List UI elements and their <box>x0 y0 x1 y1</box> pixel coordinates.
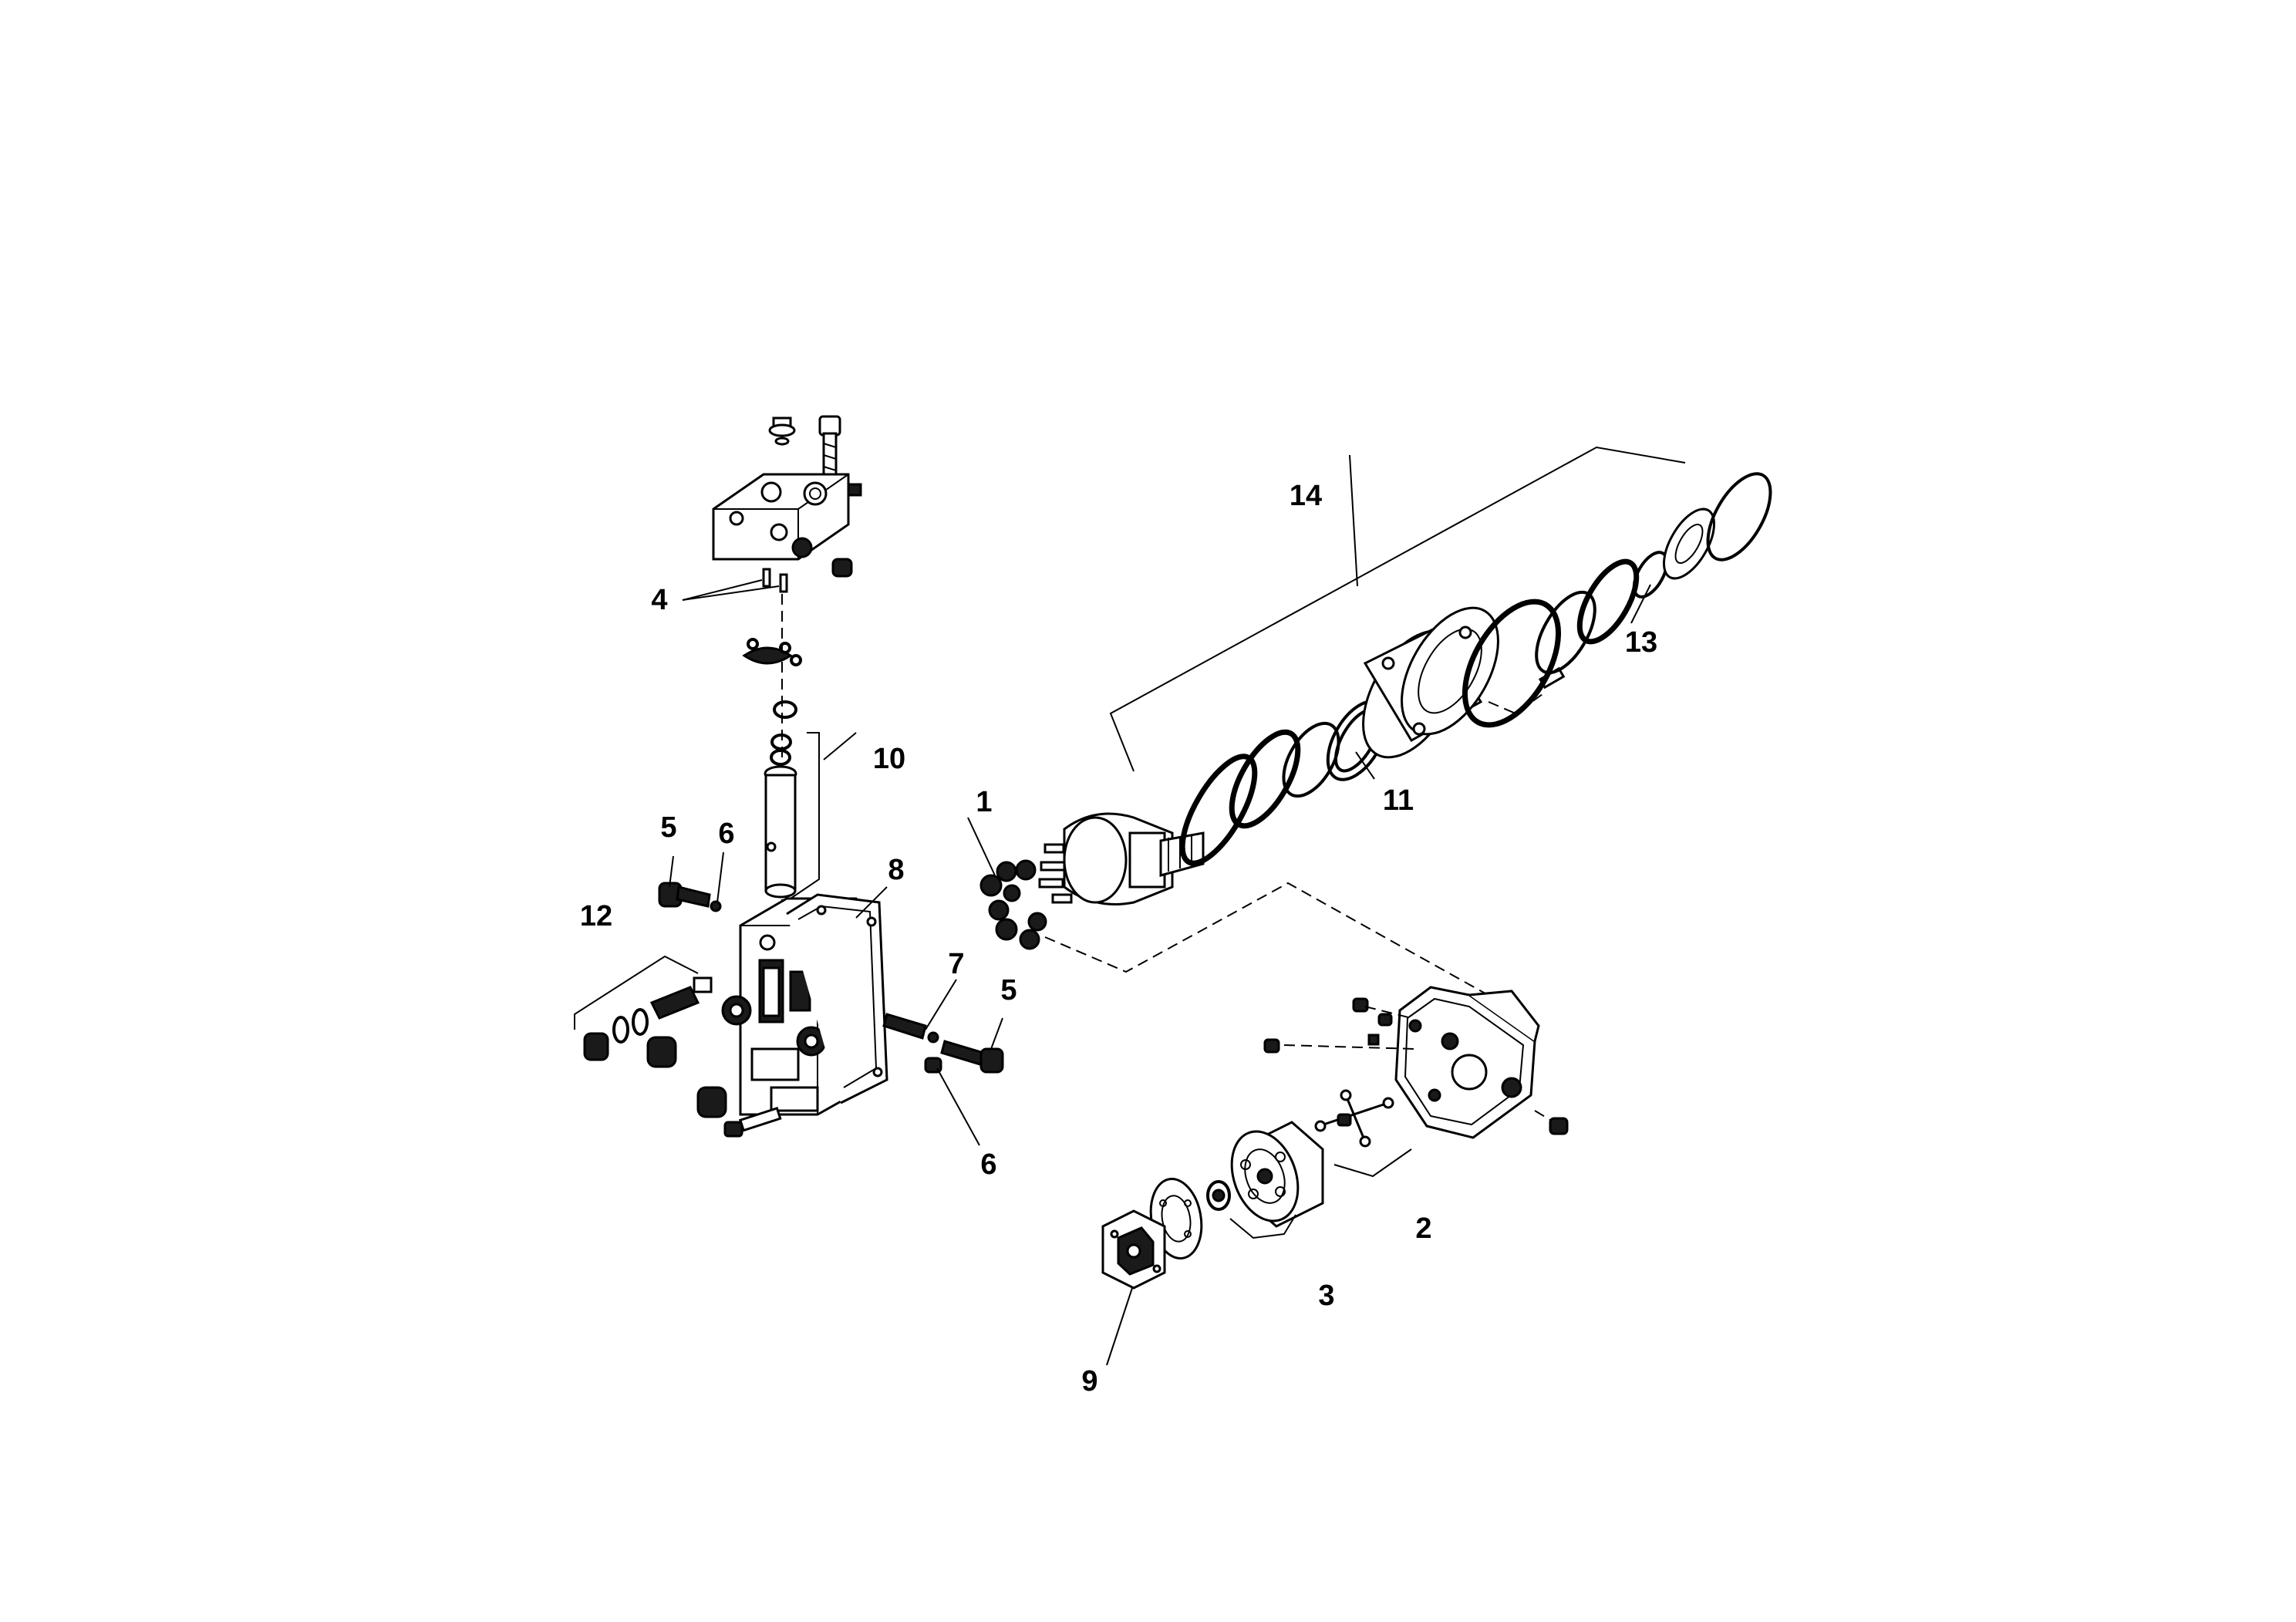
relief-ball-right <box>927 1031 939 1044</box>
cover-plug-right <box>1549 1117 1569 1135</box>
plug-12-c <box>696 1086 727 1118</box>
callout-14: 14 <box>1290 480 1322 512</box>
o-ring-upper <box>773 700 797 719</box>
callout-7: 7 <box>948 948 964 980</box>
retaining-ring-b <box>1535 590 1596 675</box>
relief-ball-left <box>710 900 722 912</box>
dowel-pin-b <box>779 573 788 593</box>
callout-5-right: 5 <box>1000 974 1017 1007</box>
ring-large-c <box>1462 599 1562 728</box>
bracket-10 <box>790 732 820 899</box>
cylinder-block-3 <box>1206 1121 1324 1239</box>
top-bolt-head <box>818 415 841 437</box>
callout-10: 10 <box>873 743 905 775</box>
dowel-pin-a <box>762 568 771 588</box>
relief-spring-left <box>676 885 711 908</box>
relief-valve-left <box>658 882 722 912</box>
bracket-14 <box>1109 446 1686 772</box>
end-cover-bore <box>1451 1054 1488 1091</box>
o-ring-lower <box>770 749 791 766</box>
callout-8: 8 <box>888 854 904 886</box>
callout-11: 11 <box>1383 784 1414 817</box>
small-screw <box>847 483 862 497</box>
drive-shaft-assembly <box>1038 812 1205 905</box>
callout-3: 3 <box>1318 1280 1334 1312</box>
spring-12 <box>649 986 700 1020</box>
o-ring-large <box>1576 558 1640 645</box>
top-cover-assembly <box>712 415 862 593</box>
bolt-ring-1 <box>979 859 1047 950</box>
cover-port <box>791 537 813 558</box>
cover-plug-left <box>1263 1038 1280 1054</box>
relief-valve-right <box>882 1013 1004 1074</box>
callout-12: 12 <box>580 900 612 932</box>
seal-13 <box>1632 551 1669 599</box>
spool-part-10 <box>764 732 820 899</box>
ring-large-a <box>1179 754 1258 866</box>
swash-plate-cross <box>1314 1089 1394 1148</box>
valve-housing <box>721 893 888 1138</box>
plug-12-b <box>646 1036 677 1068</box>
retaining-ring-c <box>1706 472 1772 561</box>
callout-6-right: 6 <box>980 1148 996 1181</box>
gasket-plate <box>742 646 793 665</box>
top-plug-ring <box>768 423 796 437</box>
bottom-bolt-shank <box>738 1107 782 1132</box>
ring-large-b <box>1229 729 1301 829</box>
plug-12-cap <box>693 976 713 993</box>
bracket-2 <box>1333 1148 1412 1178</box>
cover-side-plug <box>831 558 853 578</box>
gasket-plate-8 <box>786 893 888 1104</box>
rear-rings-row <box>1462 472 1772 728</box>
top-plug-seal <box>774 437 790 446</box>
plug-12-a <box>583 1032 609 1061</box>
callout-1: 1 <box>976 786 992 818</box>
end-cover-2 <box>1263 986 1569 1178</box>
callout-13: 13 <box>1625 626 1657 659</box>
callout-2: 2 <box>1415 1212 1431 1245</box>
bearing-ring-3 <box>1206 1180 1231 1211</box>
left-plug-assembly-12 <box>574 955 727 1118</box>
port-plate-9 <box>1101 1209 1166 1290</box>
bottom-bolt-head <box>723 1121 743 1138</box>
relief-cap-right <box>979 1047 1004 1074</box>
cover-plug-top <box>1352 997 1369 1013</box>
seal-stack <box>742 638 802 766</box>
callout-5-left: 5 <box>660 811 676 844</box>
relief-spring-7 <box>882 1013 927 1040</box>
leader-lines <box>669 454 1651 1366</box>
relief-spring-5 <box>940 1040 985 1066</box>
callout-4: 4 <box>651 584 667 616</box>
spool-body <box>764 774 797 892</box>
callout-9: 9 <box>1081 1365 1097 1398</box>
bracket-12 <box>574 955 699 1030</box>
callouts: 1 2 3 4 5 5 6 6 7 8 9 10 11 12 13 14 <box>580 480 1657 1398</box>
bracket-3 <box>1229 1214 1296 1239</box>
callout-6-left: 6 <box>718 818 734 850</box>
connection-dashed-line <box>1044 882 1516 1011</box>
o-ring-mid <box>770 733 792 750</box>
hub-housing <box>1362 606 1566 759</box>
